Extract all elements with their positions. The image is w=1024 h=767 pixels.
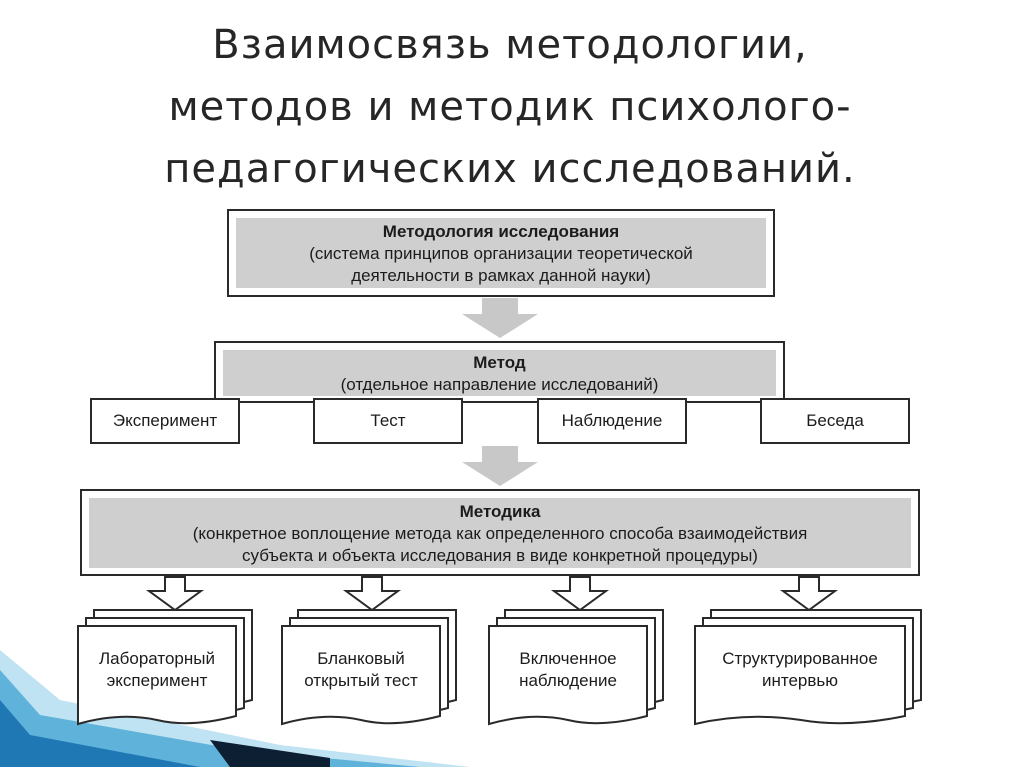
document-label-line-2: наблюдение (519, 671, 617, 690)
methodology-box: Методология исследования (система принци… (227, 209, 775, 297)
document-stack-blank-test: Бланковый открытый тест (280, 608, 460, 730)
document-label-line-1: Лабораторный (99, 649, 215, 668)
outline-arrow-icon (145, 576, 205, 612)
document-label-line-2: эксперимент (106, 671, 208, 690)
title-line-1: Взаимосвязь методологии, (212, 22, 808, 68)
method-conversation: Беседа (760, 398, 910, 444)
title-line-3: педагогических исследований. (164, 146, 856, 192)
methodology-desc-1: (система принципов организации теоретиче… (309, 244, 693, 263)
method-heading: Метод (473, 353, 526, 372)
slide-title: Взаимосвязь методологии, методов и метод… (60, 14, 960, 200)
technique-band: Методика (конкретное воплощение метода к… (89, 498, 911, 568)
technique-desc-2: субъекта и объекта исследования в виде к… (242, 546, 758, 565)
method-band: Метод (отдельное направление исследовани… (223, 350, 776, 396)
document-stack-icon (281, 609, 457, 726)
down-arrow-icon (462, 446, 538, 486)
outline-arrow-icon (342, 576, 402, 612)
methodology-band: Методология исследования (система принци… (236, 218, 766, 288)
technique-heading: Методика (459, 502, 541, 521)
outline-arrow-icon (550, 576, 610, 612)
document-label-line-1: Бланковый (317, 649, 405, 668)
document-stack-icon (488, 609, 664, 726)
document-stack-icon (77, 609, 253, 726)
document-label-line-1: Структурированное (722, 649, 878, 668)
technique-box: Методика (конкретное воплощение метода к… (80, 489, 920, 576)
document-label-line-2: интервью (761, 671, 839, 690)
title-line-2: методов и методик психолого- (168, 84, 852, 130)
document-stack-laboratory-experiment: Лабораторный эксперимент (76, 608, 256, 730)
down-arrow-icon (462, 298, 538, 338)
document-stack-included-observation: Включенное наблюдение (487, 608, 667, 730)
method-desc: (отдельное направление исследований) (340, 375, 659, 394)
outline-arrow-icon (779, 576, 839, 612)
method-experiment: Эксперимент (90, 398, 240, 444)
technique-desc-1: (конкретное воплощение метода как опреде… (192, 524, 808, 543)
document-label-line-1: Включенное (519, 649, 617, 668)
methodology-desc-2: деятельности в рамках данной науки) (351, 266, 651, 285)
document-stack-icon (694, 609, 922, 726)
method-observation: Наблюдение (537, 398, 687, 444)
document-label-line-2: открытый тест (304, 671, 418, 690)
methodology-heading: Методология исследования (382, 222, 620, 241)
slide-accent-shape (0, 650, 470, 767)
method-test: Тест (313, 398, 463, 444)
document-stack-structured-interview: Структурированное интервью (693, 608, 925, 730)
method-box: Метод (отдельное направление исследовани… (214, 341, 785, 403)
